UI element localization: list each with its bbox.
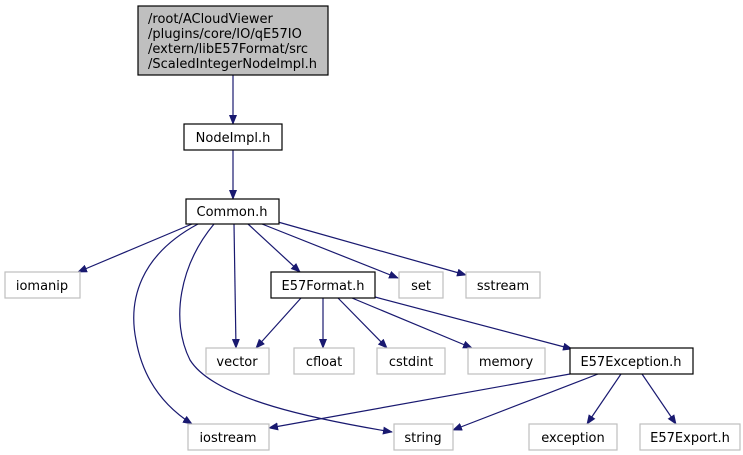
- node-label: exception: [541, 431, 605, 446]
- edge-common-set: [261, 223, 399, 279]
- edge-e57exception-e57export: [641, 373, 677, 425]
- edges: [77, 75, 677, 435]
- node-label-line: /root/ACloudViewer: [148, 12, 273, 27]
- node-nodeimpl[interactable]: NodeImpl.h: [183, 123, 283, 151]
- node-label: iomanip: [16, 279, 68, 294]
- node-label: Common.h: [197, 205, 268, 220]
- node-label: iostream: [199, 431, 256, 446]
- node-label: cfloat: [306, 355, 342, 370]
- node-memory: memory: [467, 347, 546, 375]
- edge-e57exception-string: [452, 373, 599, 431]
- node-label: sstream: [477, 279, 529, 294]
- node-label-line: /extern/libE57Format/src: [148, 42, 308, 57]
- node-e57format[interactable]: E57Format.h: [270, 271, 376, 299]
- node-label: string: [404, 431, 441, 446]
- node-cfloat: cfloat: [293, 347, 355, 375]
- node-label: NodeImpl.h: [196, 131, 271, 146]
- edge-common-string: [179, 223, 393, 435]
- edge-e57exception-iostream: [268, 373, 571, 431]
- edge-common-sstream: [277, 221, 467, 277]
- edge-e57format-vector: [255, 297, 302, 349]
- node-iostream: iostream: [187, 423, 270, 451]
- node-e57exception[interactable]: E57Exception.h: [569, 347, 694, 375]
- edge-common-e57format: [247, 223, 301, 273]
- node-label: E57Export.h: [650, 431, 730, 446]
- edge-e57format-memory: [351, 297, 473, 349]
- edge-e57format-e57exception: [374, 296, 573, 351]
- edge-e57format-cstdint: [337, 297, 388, 349]
- node-exception: exception: [528, 423, 618, 451]
- node-set: set: [398, 271, 444, 299]
- node-vector: vector: [205, 347, 270, 375]
- node-common[interactable]: Common.h: [185, 198, 280, 225]
- node-root-file[interactable]: /root/ACloudViewer /plugins/core/IO/qE57…: [137, 5, 329, 76]
- node-label: memory: [479, 355, 534, 370]
- node-label: cstdint: [389, 355, 433, 370]
- edge-e57exception-exception: [586, 373, 622, 425]
- node-iomanip: iomanip: [4, 271, 81, 299]
- edge-common-iomanip: [77, 223, 193, 273]
- node-label: set: [411, 279, 431, 294]
- node-label: E57Format.h: [282, 279, 365, 294]
- node-label: E57Exception.h: [580, 355, 681, 370]
- node-e57export: E57Export.h: [639, 423, 741, 451]
- node-sstream: sstream: [465, 271, 541, 299]
- node-label-line: /plugins/core/IO/qE57IO: [148, 27, 302, 42]
- node-label-line: /ScaledIntegerNodeImpl.h: [148, 57, 317, 72]
- node-cstdint: cstdint: [376, 347, 446, 375]
- edge-common-vector: [231, 223, 240, 349]
- edge-common-iostream: [133, 223, 199, 425]
- node-label: vector: [216, 355, 258, 370]
- node-string: string: [393, 423, 454, 451]
